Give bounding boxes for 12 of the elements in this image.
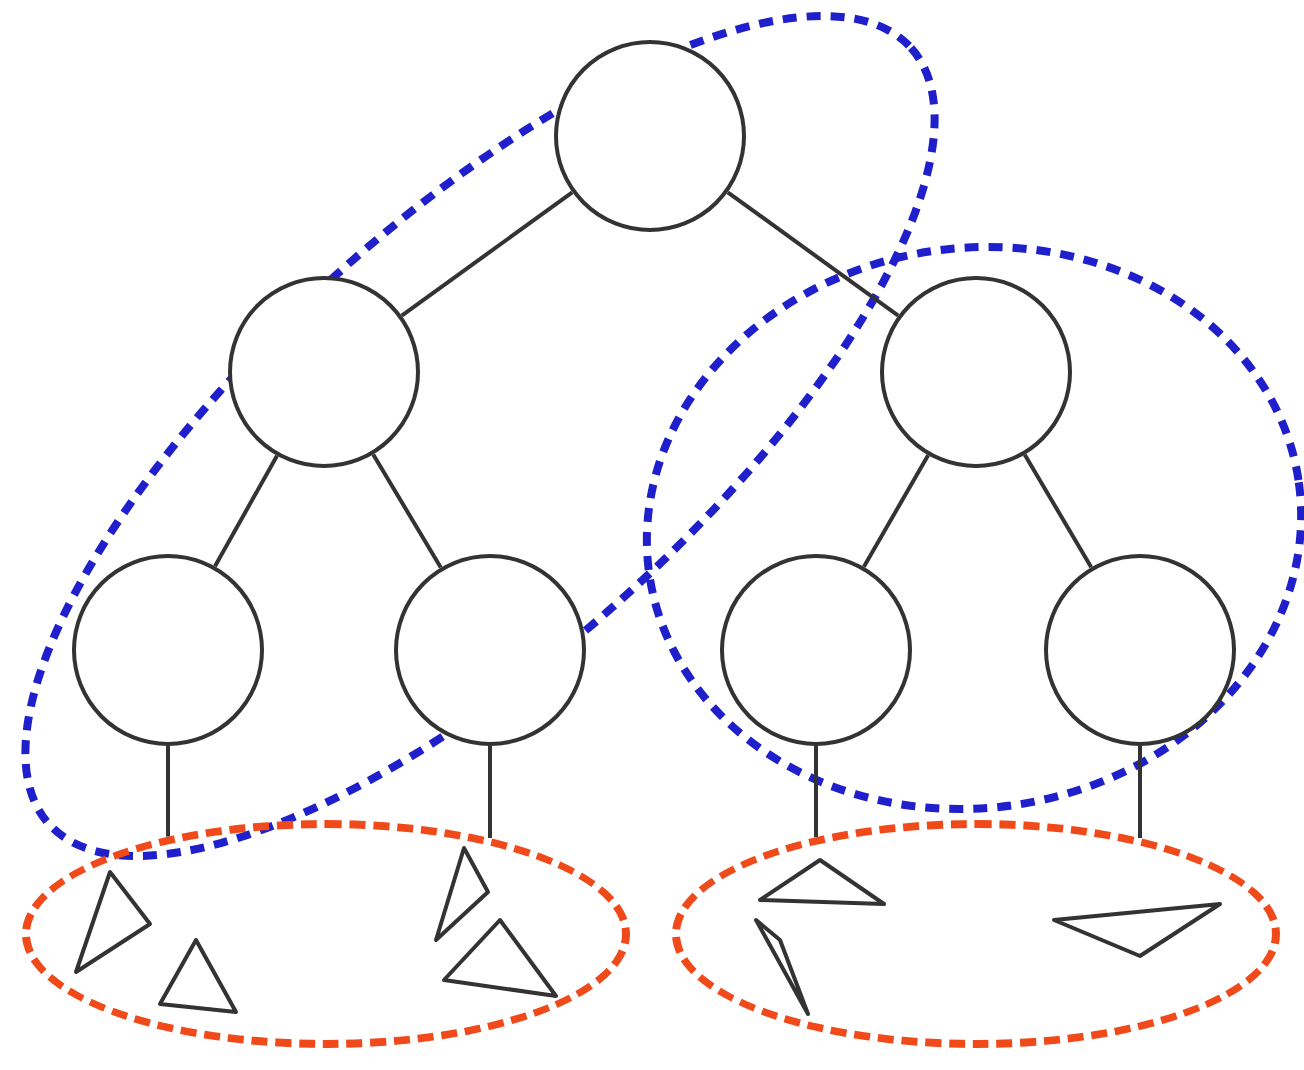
connector-line <box>1138 746 1142 838</box>
subtree-group-ellipse <box>22 820 630 1048</box>
subtree-group-ellipse <box>672 820 1280 1048</box>
connector-line <box>862 454 930 568</box>
connector-line <box>488 746 492 838</box>
connector-line <box>726 190 900 318</box>
connector-line <box>400 190 574 318</box>
connector-line <box>1023 453 1093 569</box>
connector-line <box>213 454 279 568</box>
connector-line <box>371 453 443 569</box>
connector-line <box>814 746 818 838</box>
connector-line <box>166 746 170 837</box>
